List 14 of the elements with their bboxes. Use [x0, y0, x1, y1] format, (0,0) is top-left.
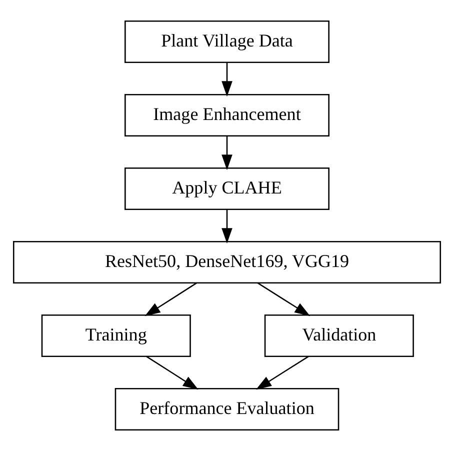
node-box: Validation [264, 314, 414, 356]
arrow [222, 208, 232, 244]
arrow [222, 62, 232, 96]
node-box: Training [41, 314, 191, 356]
arrow [222, 135, 232, 170]
arrow [257, 282, 310, 316]
arrow [146, 355, 198, 390]
node-box: Apply CLAHE [124, 166, 330, 210]
node-box: Performance Evaluation [114, 387, 340, 430]
node-box: ResNet50, DenseNet169, VGG19 [12, 240, 442, 284]
arrow [256, 355, 309, 390]
node-box: Plant Village Data [124, 20, 330, 63]
arrow [144, 282, 198, 316]
node-box: Image Enhancement [124, 94, 330, 136]
